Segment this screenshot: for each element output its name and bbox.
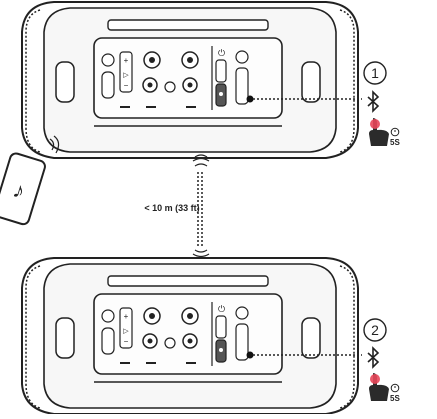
press-finger-icon-bottom [369,373,389,401]
bt-button-marker-bottom [246,351,254,359]
phone-icon: ♪ [0,152,46,226]
timer-icon [390,127,400,137]
timer-icon-bottom [390,383,400,393]
bt-button-marker-top [246,95,254,103]
bluetooth-icon-bottom [367,346,380,369]
step-number-bottom: 2 [371,322,379,338]
distance-label: < 10 m (33 ft) [144,203,199,213]
speaker-top [21,1,359,159]
hold-time-top: 5S [390,138,400,147]
step-number-top: 1 [371,65,379,81]
speaker-bottom [21,257,359,415]
step-badge-top: 1 [363,61,387,85]
bluetooth-icon [367,90,380,113]
step-badge-bottom: 2 [363,318,387,342]
phone-signal-icon [49,135,60,154]
hold-time-bottom: 5S [390,394,400,403]
press-finger-icon [369,118,389,146]
